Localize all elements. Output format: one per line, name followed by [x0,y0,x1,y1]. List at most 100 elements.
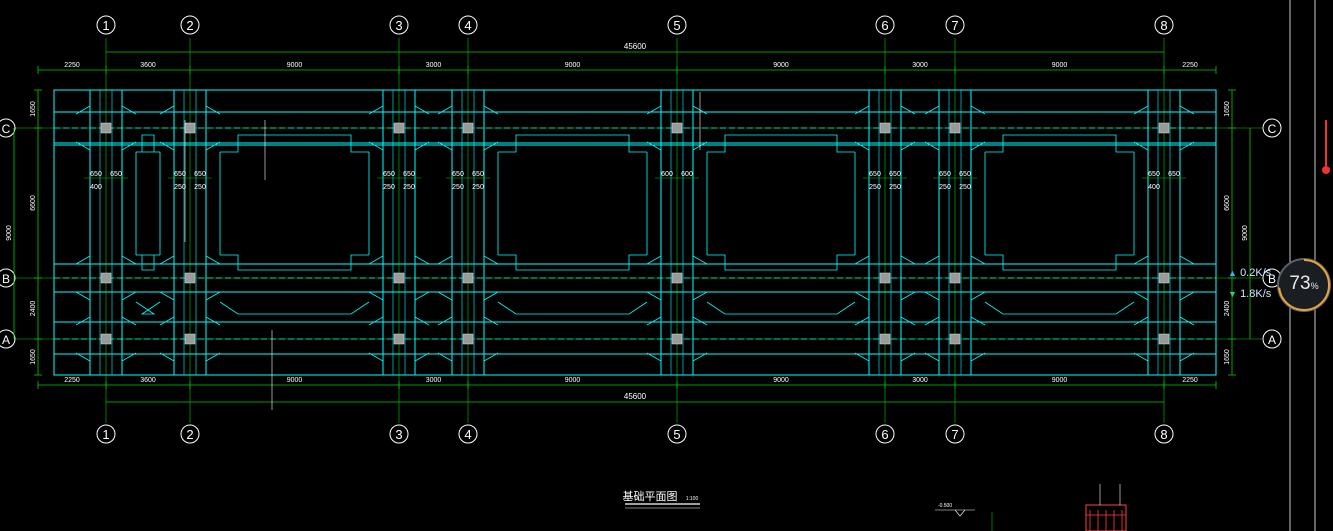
haunch-line [159,141,175,151]
dim-total-bottom: 45600 [624,392,647,401]
panel-chamfer [136,134,160,153]
haunch-line [854,105,870,115]
haunch-line [854,316,870,326]
axis-bubble [945,15,965,35]
upload-arrow-icon: ▲ [1228,268,1237,278]
haunch-line [75,255,91,265]
drawing-scale: 1:100 [686,496,699,502]
panel-chamfer [497,301,648,315]
haunch-line [159,255,175,265]
haunch-line [1179,316,1195,326]
axis-label-3: 3 [395,427,402,442]
haunch-line [692,255,708,265]
axis-bubble [1154,424,1174,444]
download-arrow-icon: ▼ [1228,289,1237,299]
panel-chamfer [985,254,1134,271]
axis-label-8: 8 [1160,427,1167,442]
panel-chamfer [136,254,160,271]
haunch-line [646,352,662,362]
haunch-line [970,352,986,362]
gauge-unit: % [1310,281,1319,291]
memory-usage-gauge[interactable]: 73% [1277,258,1331,312]
haunch-line [483,291,499,301]
dim-span-top: 9000 [287,62,303,69]
col-dim: 650 [90,171,102,178]
haunch-line [159,291,175,301]
column-square [393,333,405,345]
haunch-line [1133,141,1149,151]
haunch-line [205,316,221,326]
foundation-outline [53,89,1217,376]
axis-bubble [667,424,687,444]
axis-bubble [875,15,895,35]
axis-bubble [0,268,16,288]
haunch-line [692,352,708,362]
axis-label-5: 5 [673,427,680,442]
column-square [100,122,112,134]
haunch-line [924,291,940,301]
column-square [184,272,196,284]
haunch-line [437,291,453,301]
axis-label-5: 5 [673,18,680,33]
side-dim-left: 1650 [30,101,37,117]
haunch-line [414,316,430,326]
haunch-line [924,255,940,265]
haunch-line [1179,141,1195,151]
col-dim: 650 [869,171,881,178]
side-dim-left: 1650 [30,349,37,365]
dim-span-bottom: 9000 [565,377,581,384]
side-dim-left: 2400 [30,301,37,317]
haunch-line [646,141,662,151]
elevation-marker [954,509,966,517]
haunch-line [646,105,662,115]
col-dim: 250 [472,184,484,191]
haunch-line [924,105,940,115]
haunch-line [75,105,91,115]
axis-label-C: C [2,122,11,136]
panel-chamfer [707,254,855,271]
haunch-line [1179,352,1195,362]
side-total-right: 9000 [1242,225,1249,241]
dim-span-bottom: 9000 [287,377,303,384]
section-detail [1085,504,1127,531]
col-dim: 250 [939,184,951,191]
dim-span-top: 9000 [773,62,789,69]
dim-span-bottom: 3000 [426,377,442,384]
side-total-left: 9000 [6,225,13,241]
haunch-line [1133,291,1149,301]
col-dim: 650 [1148,171,1160,178]
column-square [100,272,112,284]
axis-label-4: 4 [464,427,471,442]
axis-label-A: A [2,333,10,347]
haunch-line [854,291,870,301]
col-dim: 250 [403,184,415,191]
column-square [1158,272,1170,284]
axis-bubble [1154,15,1174,35]
axis-bubble [0,329,16,349]
col-dim: 650 [452,171,464,178]
dim-span-bottom: 3600 [140,377,156,384]
panel-chamfer [984,301,1135,315]
haunch-line [368,316,384,326]
side-dim-left: 6600 [30,195,37,211]
col-dim: 250 [194,184,206,191]
haunch-line [483,255,499,265]
haunch-line [121,255,137,265]
col-dim: 250 [174,184,186,191]
elevation-label: -0.500 [938,503,952,509]
haunch-line [121,352,137,362]
axis-label-C: C [1268,122,1277,136]
haunch-line [159,352,175,362]
side-dim-right: 1650 [1224,349,1231,365]
column-beam-strip [89,89,123,376]
column-beam-strip [173,89,207,376]
col-dim: 250 [889,184,901,191]
haunch-line [437,141,453,151]
axis-bubble [945,424,965,444]
haunch-line [924,352,940,362]
haunch-line [414,105,430,115]
axis-bubble [667,15,687,35]
network-speed-widget[interactable]: ▲ 0.2K/s ▼ 1.8K/s [1220,258,1333,316]
dim-span-top: 2250 [1182,62,1198,69]
